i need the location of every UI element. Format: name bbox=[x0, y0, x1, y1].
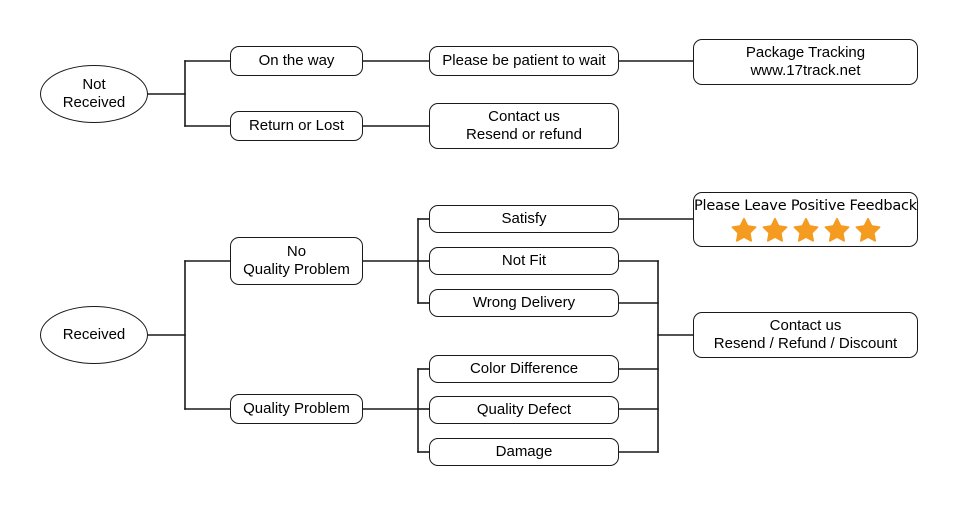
node-not-received[interactable]: Not Received bbox=[40, 65, 148, 123]
node-damage[interactable]: Damage bbox=[429, 438, 619, 466]
star-rating[interactable] bbox=[731, 217, 881, 243]
star-icon[interactable] bbox=[731, 217, 757, 243]
star-icon[interactable] bbox=[855, 217, 881, 243]
star-icon[interactable] bbox=[824, 217, 850, 243]
node-color-difference[interactable]: Color Difference bbox=[429, 355, 619, 383]
node-contact-resend-refund[interactable]: Contact us Resend or refund bbox=[429, 103, 619, 149]
node-on-the-way[interactable]: On the way bbox=[230, 46, 363, 76]
star-icon[interactable] bbox=[793, 217, 819, 243]
node-positive-feedback[interactable]: Please Leave Positive Feedback bbox=[693, 192, 918, 247]
node-not-fit[interactable]: Not Fit bbox=[429, 247, 619, 275]
node-contact-resend-refund-discount[interactable]: Contact us Resend / Refund / Discount bbox=[693, 312, 918, 358]
node-quality-defect[interactable]: Quality Defect bbox=[429, 396, 619, 424]
node-package-tracking[interactable]: Package Tracking www.17track.net bbox=[693, 39, 918, 85]
node-satisfy[interactable]: Satisfy bbox=[429, 205, 619, 233]
star-icon[interactable] bbox=[762, 217, 788, 243]
node-received[interactable]: Received bbox=[40, 306, 148, 364]
node-return-or-lost[interactable]: Return or Lost bbox=[230, 111, 363, 141]
node-wrong-delivery[interactable]: Wrong Delivery bbox=[429, 289, 619, 317]
node-no-quality-problem[interactable]: No Quality Problem bbox=[230, 237, 363, 285]
node-quality-problem[interactable]: Quality Problem bbox=[230, 394, 363, 424]
feedback-title: Please Leave Positive Feedback bbox=[694, 198, 917, 214]
node-please-be-patient[interactable]: Please be patient to wait bbox=[429, 46, 619, 76]
